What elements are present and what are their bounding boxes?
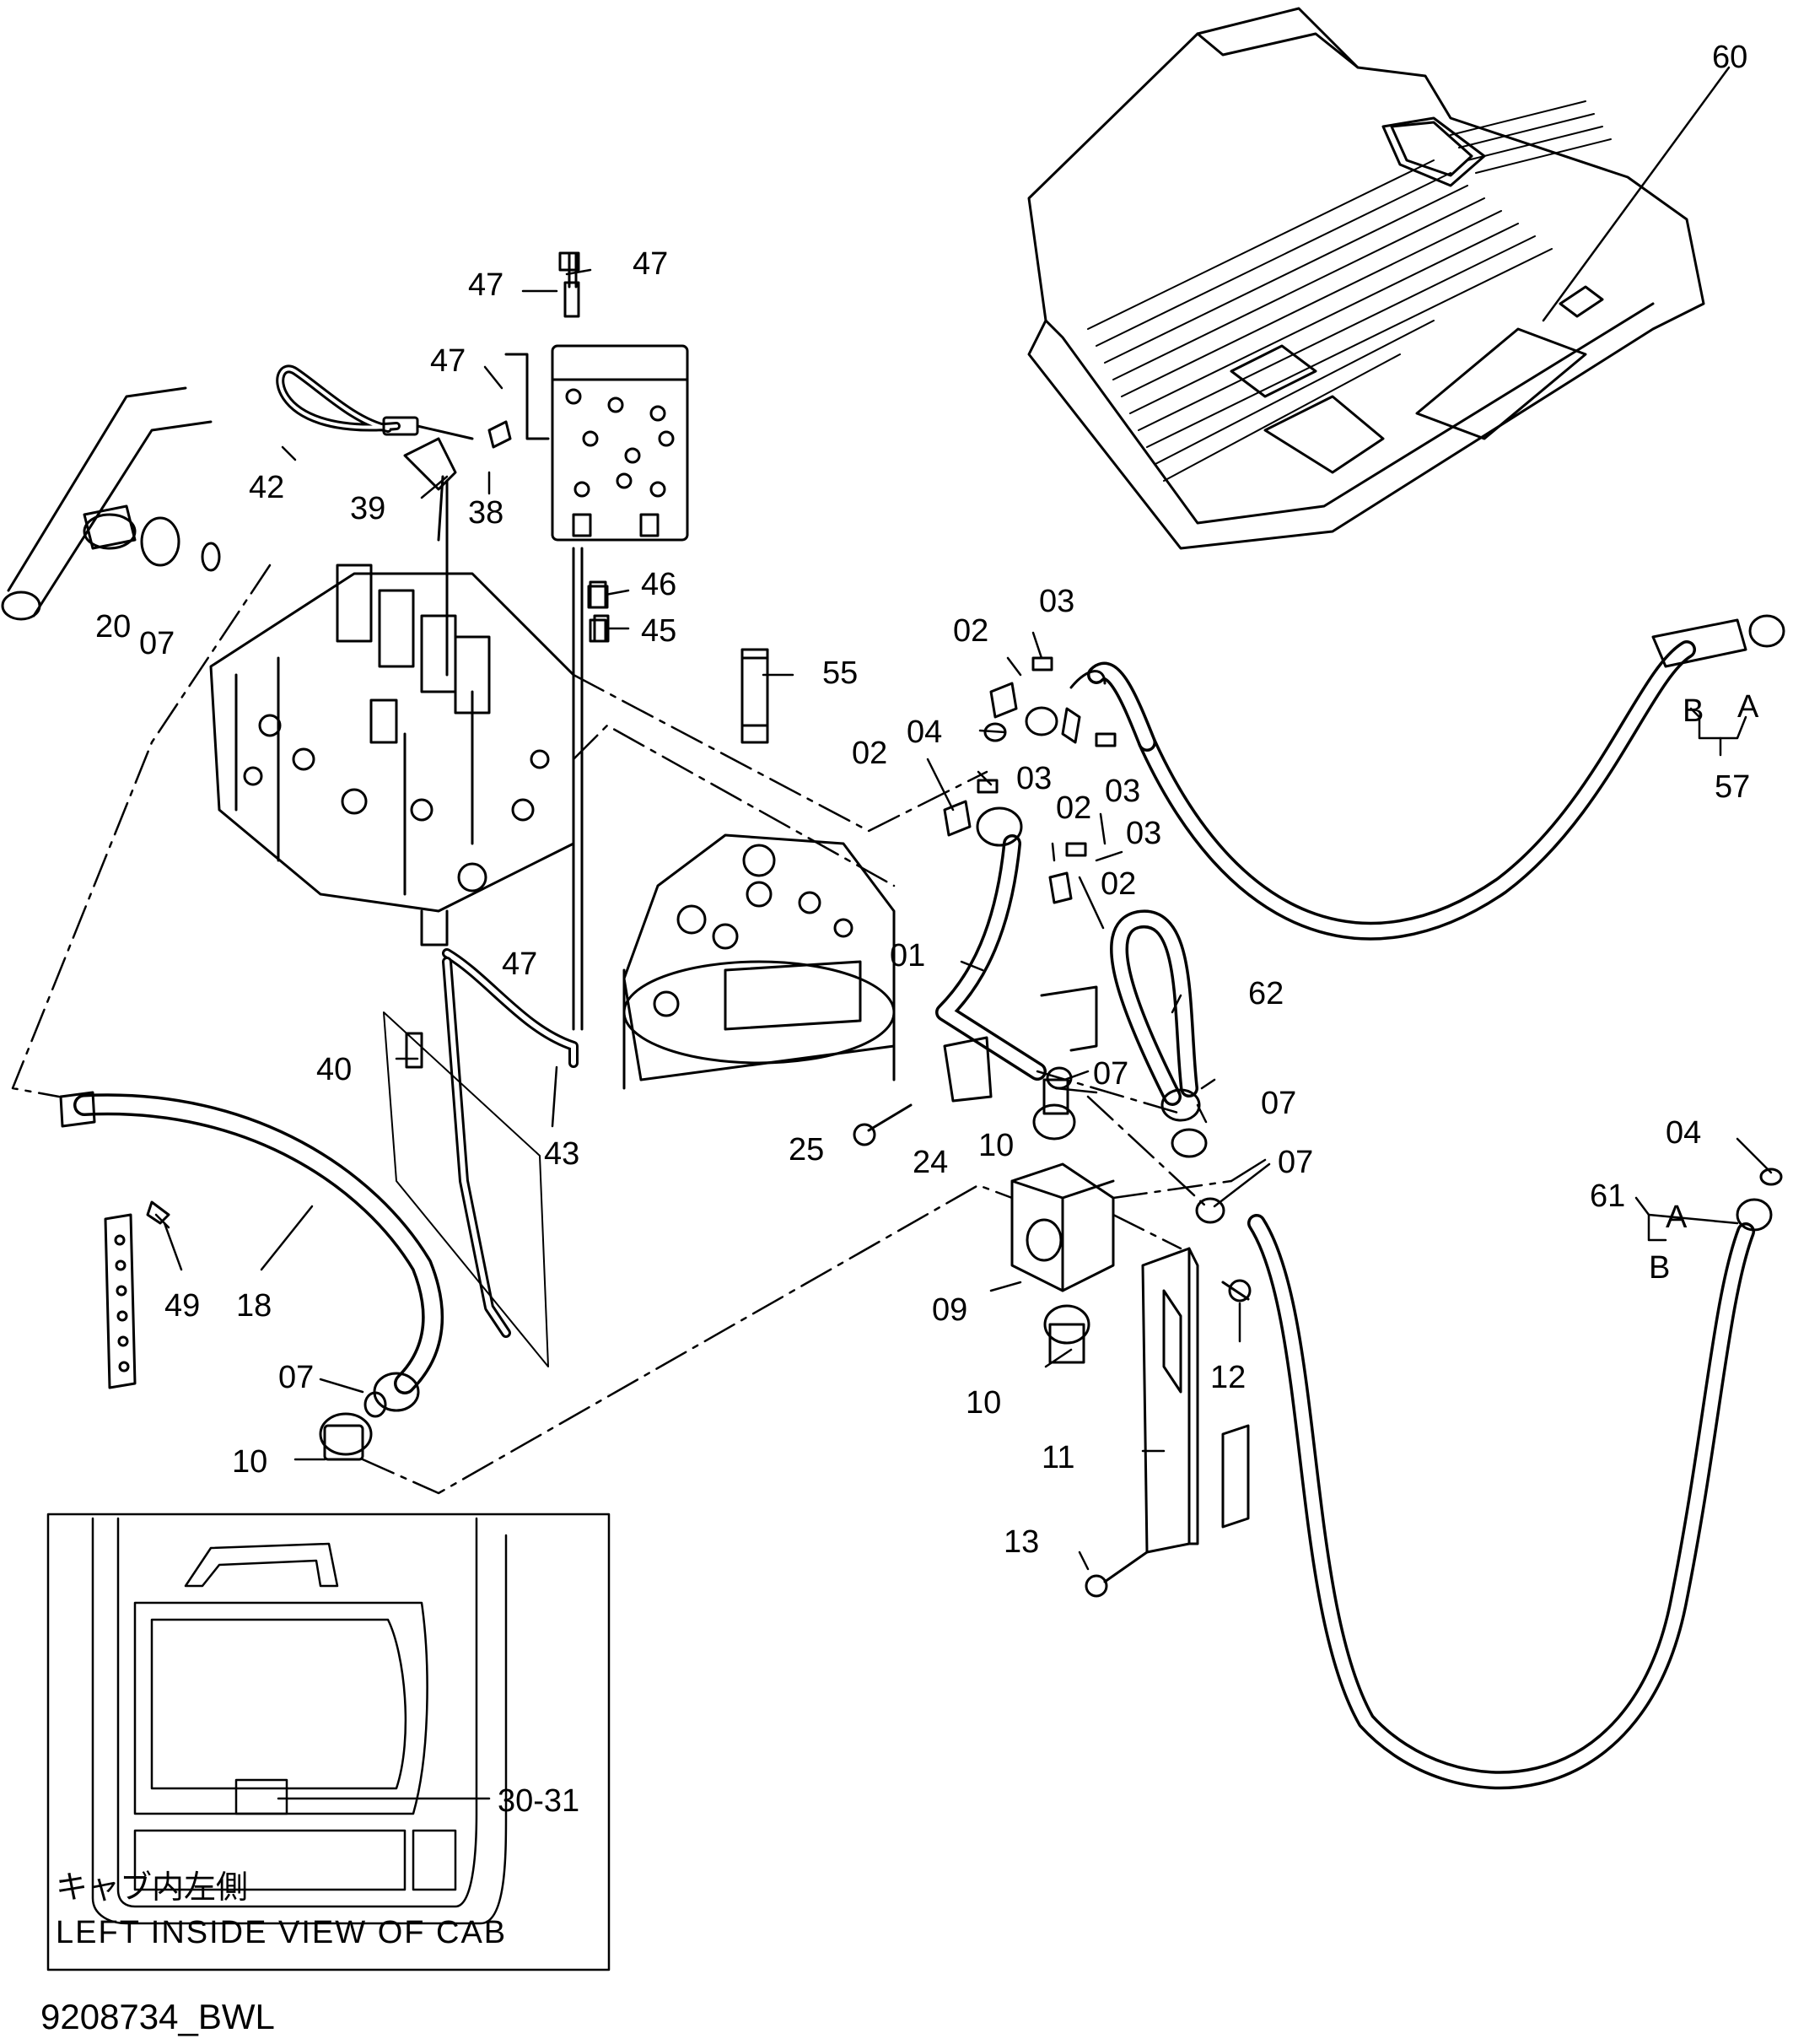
- part-label-01: 01: [890, 938, 925, 973]
- pilot-valve-drawing: [504, 251, 689, 1031]
- part-label-18: 18: [236, 1288, 272, 1324]
- part-label-07: 07: [1093, 1056, 1128, 1092]
- part-label-B: B: [1649, 1250, 1670, 1286]
- hose-43-drawing: [383, 948, 579, 1367]
- drawing-code: 9208734_BWL: [40, 1997, 275, 2036]
- part-label-07: 07: [1261, 1086, 1296, 1121]
- part-label-09: 09: [932, 1292, 967, 1328]
- part-label-30-31: 30-31: [498, 1783, 579, 1819]
- hose-61-drawing: [1247, 1168, 1783, 1790]
- part-label-25: 25: [789, 1132, 824, 1168]
- part-label-03: 03: [1039, 584, 1074, 619]
- part-label-45: 45: [641, 613, 676, 649]
- part-label-47: 47: [633, 246, 668, 282]
- swing-motor-drawing: [622, 648, 896, 1090]
- control-valve-drawing: [209, 564, 575, 946]
- part-label-43: 43: [544, 1136, 579, 1172]
- part-label-42: 42: [249, 470, 284, 505]
- inset-cab-view: キャブ内左側 LEFT INSIDE VIEW OF CAB: [46, 1513, 611, 1971]
- part-label-12: 12: [1210, 1360, 1246, 1395]
- part-label-55: 55: [822, 655, 858, 691]
- inset-frame: [46, 1513, 611, 1971]
- block-09-drawing: [1010, 1066, 1225, 1364]
- part-label-10: 10: [978, 1128, 1014, 1163]
- part-label-03: 03: [1126, 816, 1161, 851]
- part-label-10: 10: [232, 1444, 267, 1480]
- pipe-01-drawing: [935, 656, 1117, 1081]
- part-label-40: 40: [316, 1052, 352, 1087]
- part-label-24: 24: [913, 1145, 948, 1180]
- part-label-03: 03: [1105, 774, 1140, 809]
- part-label-20: 20: [95, 609, 131, 644]
- part-label-07: 07: [1278, 1145, 1313, 1180]
- part-label-07: 07: [278, 1360, 314, 1395]
- bracket-11-drawing: [1085, 1247, 1252, 1598]
- part-label-02: 02: [852, 736, 887, 771]
- hose-57-drawing: [1069, 614, 1785, 941]
- part-label-39: 39: [350, 491, 385, 526]
- part-label-10: 10: [966, 1385, 1001, 1421]
- part-label-02: 02: [953, 613, 988, 649]
- part-label-07: 07: [139, 626, 175, 661]
- part-label-47: 47: [468, 267, 503, 303]
- part-label-46: 46: [641, 567, 676, 602]
- part-label-47: 47: [502, 946, 537, 982]
- floor-mat-drawing: [1027, 7, 1705, 550]
- part-label-61: 61: [1590, 1178, 1625, 1214]
- part-label-A: A: [1666, 1200, 1688, 1235]
- inset-title-en: LEFT INSIDE VIEW OF CAB: [56, 1915, 507, 1950]
- fittings-46-45: [587, 585, 609, 643]
- hose-42-drawing: [276, 364, 512, 677]
- part-label-A: A: [1737, 689, 1759, 725]
- hose-18-drawing: [59, 1091, 444, 1461]
- part-label-04: 04: [1666, 1115, 1701, 1151]
- part-label-03: 03: [1016, 761, 1052, 796]
- bracket-24-drawing: [853, 985, 1098, 1146]
- part-label-B: B: [1683, 693, 1704, 729]
- inset-label-plate: [234, 1778, 288, 1815]
- inset-title-jp: キャブ内左側: [56, 1869, 248, 1906]
- part-label-57: 57: [1715, 769, 1750, 805]
- part-label-47: 47: [430, 343, 466, 379]
- part-label-02: 02: [1056, 790, 1091, 826]
- bracket-49-drawing: [104, 1200, 170, 1389]
- part-label-38: 38: [468, 495, 503, 531]
- part-label-13: 13: [1004, 1524, 1039, 1560]
- part-label-60: 60: [1712, 40, 1747, 75]
- part-label-62: 62: [1248, 976, 1284, 1011]
- routing-lines: [11, 564, 1233, 1495]
- hose-62-drawing: [1110, 909, 1201, 1122]
- part-label-49: 49: [164, 1288, 200, 1324]
- part-label-04: 04: [907, 715, 942, 750]
- part-label-02: 02: [1101, 866, 1136, 902]
- leader-lines: [154, 66, 1773, 1800]
- suction-pipe-drawing: [1, 386, 221, 621]
- part-labels: 60 47 47 47 47 42 39 38 46 45 20 07 55 0…: [95, 40, 1759, 1819]
- part-label-11: 11: [1042, 1440, 1074, 1475]
